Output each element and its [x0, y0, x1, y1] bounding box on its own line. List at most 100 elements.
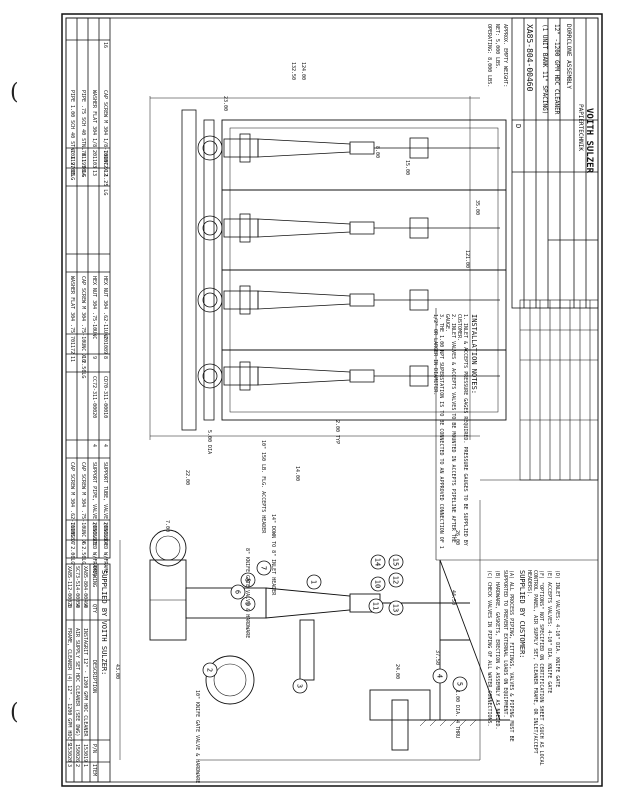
parts-cell: CAP SCREW M 304 .75-10UNC X 2.50LG — [80, 462, 86, 565]
parts-cell: HEX NUT 304 .75-10UNC — [91, 276, 97, 340]
company-sub: PAPIERTECHNIK — [577, 104, 584, 151]
inlet-header-label: 14" DOWN TO 8" INLET HEADER — [270, 514, 276, 596]
voith-cell: 2 — [74, 764, 80, 768]
voith-col-pn: P/N — [91, 744, 97, 754]
callout-balloon — [306, 574, 322, 590]
dimension-label: 35.00 — [474, 200, 480, 216]
callout-number: 12 — [392, 576, 400, 584]
parts-cell: WASHER FLAT 304 .75 — [69, 276, 75, 334]
callout-balloon — [370, 554, 386, 570]
customer-note-c: (C) CHECK VALVES IN PIPING OF ALL WATER … — [486, 570, 492, 727]
knife-gate-10-label: 10" KNIFE GATE VALVE & HARDWARE — [194, 690, 200, 784]
callout-balloon — [370, 576, 386, 592]
outer-border — [61, 13, 603, 787]
callout-number: 11 — [372, 602, 380, 610]
callout-balloon — [256, 560, 272, 576]
parts-cell: 8 — [102, 356, 108, 360]
dimension-label: 1.00 DIA. 4 THRU — [454, 690, 460, 739]
weight-line-2: NET: 5,000 LBS. — [494, 24, 500, 70]
plan-view — [149, 96, 507, 440]
valve-note-d: (D) INLET VALVES: 4-10" DIA. KNIFE GATE — [554, 570, 560, 688]
parts-cell: 701172 — [69, 336, 75, 355]
dimension-label: 14.00 — [294, 466, 300, 482]
voith-cell: 153020 — [66, 744, 72, 763]
parts-cell: HEX NUT 304 .62-11UNC — [102, 276, 108, 340]
voith-header: SUPPLIED BY VOITH SULZER: — [100, 570, 108, 676]
callout-balloon — [368, 598, 384, 614]
parts-cell: 9 — [91, 356, 97, 360]
customer-note-a: (A) ALL PROCESS PIPING, FITTINGS, VALVES… — [502, 570, 514, 742]
revision-block — [519, 299, 599, 481]
cleaner-unit — [197, 213, 500, 243]
parts-cell: 13 — [91, 170, 97, 177]
callout-number: 14 — [374, 558, 382, 566]
dimension-label: 15.00 — [404, 160, 410, 176]
install-note-1: 1. INLET & ACCEPTS PRESSURE GAGES REQUIR… — [456, 314, 468, 546]
inner-border — [65, 17, 599, 783]
voith-cell: AIR SUPPLY SET HDC CLEANER (SEE DWG) — [74, 628, 80, 737]
parts-cell: WASHER FLAT 304 1/8 — [91, 90, 97, 148]
parts-cell: CAP SCREW M 304 1/8-18UNC X 1.25 LG — [102, 90, 108, 196]
callout-number: 9 — [244, 602, 252, 606]
parts-cell: 16 — [102, 42, 108, 49]
binder-mark-top: ( — [10, 80, 19, 105]
binder-mark-bottom: ( — [10, 700, 19, 725]
callout-number: 4 — [436, 674, 444, 678]
install-note-3: 3. THE 1.00 NPT SUPERSTATION IS TO BE CO… — [432, 314, 444, 549]
voith-cell: 153019 — [82, 744, 88, 763]
callout-balloon — [292, 678, 308, 694]
project-desc1: 12" -1200 GPM HDC CLEANER — [553, 24, 560, 115]
weight-line-3: OPERATING: 8,000 LBS. — [486, 24, 492, 88]
customer-header: SUPPLIED BY CUSTOMER: — [518, 570, 526, 659]
callout-balloon — [240, 596, 256, 612]
parts-cell: CD70-311-00010 — [102, 376, 108, 419]
voith-cell: XA85-804-00460 — [82, 566, 88, 609]
dimension-label: 23.00 — [222, 96, 228, 112]
voith-cell: 150026 — [74, 744, 80, 763]
voith-col-item: ITEM — [91, 764, 97, 777]
company-name: VOITH SULZER — [584, 108, 594, 174]
project-desc2: (1 UNIT BANK 11" SPACING) — [541, 24, 548, 115]
callout-number: 7 — [260, 566, 268, 570]
callout-number: 2 — [206, 668, 214, 672]
callout-number: 5 — [456, 682, 464, 686]
customer-note-b: (B) HARDWARE, GASKETS, ERECTION & ASSEMB… — [494, 570, 500, 730]
install-note-2: 2. INLET VALVES & ACCEPTS VALVES TO BE M… — [444, 314, 456, 543]
callout-balloon — [230, 584, 246, 600]
voith-cell: INSTAGRIT 12" - 1200 GPM HDC CLEANER — [82, 628, 88, 737]
callout-number: 8 — [244, 578, 252, 582]
callout-number: 3 — [296, 684, 304, 688]
voith-cell: SC73-514-00050 — [74, 566, 80, 609]
dimension-label: 37.50 — [434, 650, 440, 666]
dimension-label: 8.00 — [374, 146, 380, 159]
callout-balloon — [202, 662, 218, 678]
title-block — [511, 17, 599, 309]
drawing-number: XA85-804-00460 — [525, 24, 534, 92]
dimension-label: 44.50 — [450, 590, 456, 606]
dimension-label: 2.00 TYP — [334, 420, 340, 445]
valve-note-e: (E) ACCEPTS VALVES: 4-10" DIA. KNIFE GAT… — [546, 570, 552, 694]
callout-balloon — [452, 676, 468, 692]
callout-balloon — [432, 668, 448, 684]
parts-cell: SUPPORT PIPE, VALVE (INCLUDED W/FRAME) — [91, 462, 97, 577]
voith-cell: XA85-112-00020 — [66, 566, 72, 609]
voith-cell: 3 — [66, 764, 72, 768]
cleaner-unit — [197, 285, 500, 315]
callout-balloon — [388, 554, 404, 570]
parts-cell: 11 — [69, 356, 75, 363]
callout-balloon — [240, 572, 256, 588]
dimension-label: 124.00 — [300, 62, 306, 81]
parts-cell: 4 — [91, 444, 97, 448]
dimension-label: 121.00 — [464, 250, 470, 269]
parts-cell: 4 — [102, 444, 108, 448]
callout-balloon — [388, 600, 404, 616]
dimension-label: 132.50 — [290, 62, 296, 81]
supplied-by-voith-table — [65, 563, 111, 783]
parts-cell: SUPPORT TUBE, VALVE (INCLUDED W/FRAME) — [102, 462, 108, 577]
install-notes-header: INSTALLATION NOTES: — [470, 314, 478, 395]
elevation-view — [119, 500, 510, 761]
callout-number: 10 — [374, 580, 382, 588]
cleaner-bank — [197, 133, 500, 391]
